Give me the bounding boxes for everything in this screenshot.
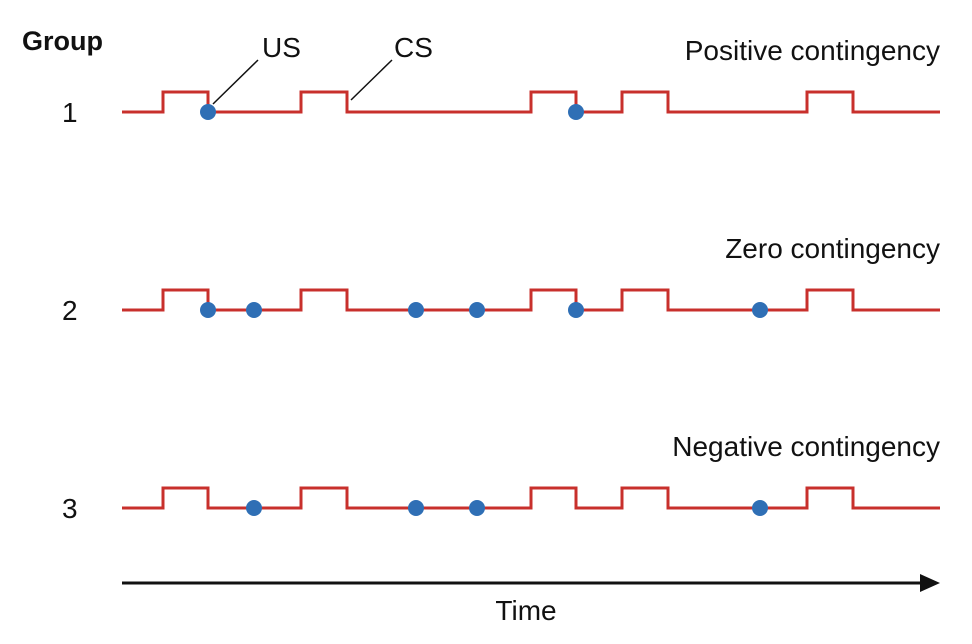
us-dot [408, 302, 424, 318]
group-header: Group [22, 26, 103, 56]
cs-trace-3 [122, 486, 940, 510]
us-dot [200, 104, 216, 120]
time-axis: Time [122, 574, 940, 626]
group-row-3: 3 Negative contingency [62, 431, 940, 524]
us-dot [568, 302, 584, 318]
us-dot [568, 104, 584, 120]
us-dot [246, 302, 262, 318]
group-number-3: 3 [62, 493, 78, 524]
us-dots-2 [200, 302, 768, 318]
us-dot [469, 500, 485, 516]
cs-trace-2 [122, 288, 940, 312]
us-leader-line [212, 59, 259, 105]
us-dot [752, 500, 768, 516]
us-dot [408, 500, 424, 516]
us-dot [752, 302, 768, 318]
time-axis-label: Time [495, 595, 556, 626]
cs-callout: CS [350, 32, 433, 101]
group-number-2: 2 [62, 295, 78, 326]
group-row-1: 1 Positive contingency [62, 35, 940, 128]
group-number-1: 1 [62, 97, 78, 128]
group-row-2: 2 Zero contingency [62, 233, 940, 326]
cs-leader-line [350, 59, 393, 101]
contingency-label-1: Positive contingency [685, 35, 940, 66]
us-dot [469, 302, 485, 318]
cs-callout-label: CS [394, 32, 433, 63]
contingency-label-3: Negative contingency [672, 431, 940, 462]
us-dots-1 [200, 104, 584, 120]
cs-trace-1 [122, 90, 940, 114]
us-callout: US [212, 32, 301, 105]
time-axis-arrowhead [920, 574, 940, 592]
us-callout-label: US [262, 32, 301, 63]
contingency-label-2: Zero contingency [725, 233, 940, 264]
us-dot [200, 302, 216, 318]
us-dots-3 [246, 500, 768, 516]
us-dot [246, 500, 262, 516]
